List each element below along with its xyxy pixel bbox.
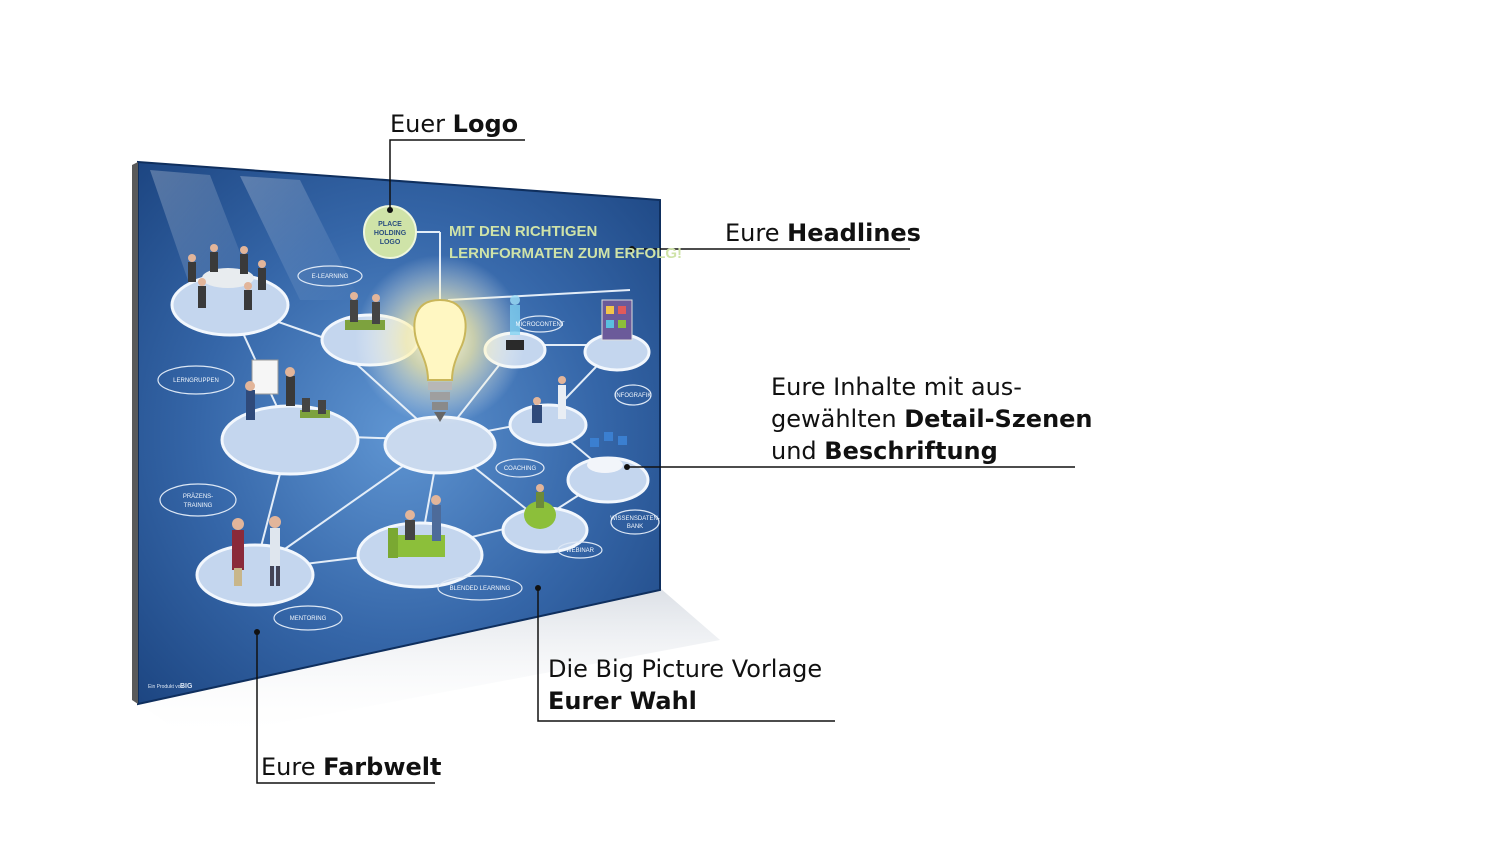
callout-lines: [256, 139, 1075, 784]
callout-inhalte-line2: gewählten Detail-Szenen: [771, 403, 1093, 435]
scene-figures: [188, 244, 633, 586]
callout-vorlage: Die Big Picture Vorlage Eurer Wahl: [548, 653, 822, 717]
callout-inhalte-line2-prefix: gewählten: [771, 405, 897, 433]
label-blended-learning: BLENDED LEARNING: [450, 586, 511, 592]
callout-vorlage-line1: Die Big Picture Vorlage: [548, 655, 823, 683]
label-e-learning: E-LEARNING: [312, 274, 349, 280]
callout-inhalte-line3-prefix: und: [771, 437, 817, 465]
label-webinar: WEBINAR: [566, 548, 595, 554]
callout-inhalte: Eure Inhalte mit aus- gewählten Detail-S…: [771, 371, 1093, 467]
callout-farbwelt-prefix: Eure: [261, 753, 316, 781]
callout-farbwelt: Eure Farbwelt: [261, 751, 441, 783]
footer-brand: BIG: [180, 683, 193, 690]
logo-line-2: HOLDING: [374, 230, 407, 237]
logo-line-3: LOGO: [380, 239, 401, 246]
label-ovals: [157, 265, 660, 631]
light-beam: [240, 176, 360, 300]
label-microcontent: MICROCONTENT: [516, 322, 565, 328]
label-praesenz-1: PRÄZENS-: [183, 493, 213, 500]
label-wissensdatenbank-2: BANK: [627, 524, 643, 530]
label-infografik: INFOGRAFIK: [615, 393, 652, 399]
center-hub: [383, 415, 497, 475]
logo-line-1: PLACE: [378, 221, 402, 228]
label-mentoring: MENTORING: [290, 616, 327, 622]
callout-vorlage-strong: Eurer Wahl: [548, 687, 697, 715]
label-lerngruppen: LERNGRUPPEN: [173, 378, 219, 384]
callout-inhalte-line3: und Beschriftung: [771, 435, 1093, 467]
callout-headlines-strong: Headlines: [787, 219, 921, 247]
callout-logo-strong: Logo: [452, 110, 519, 138]
label-wissensdatenbank-1: WISSENSDATEN-: [610, 516, 660, 522]
poster-headline-1: MIT DEN RICHTIGEN: [449, 223, 597, 240]
label-coaching: COACHING: [504, 466, 537, 472]
poster-edge: [132, 162, 138, 704]
lightbulb-icon: [413, 298, 467, 422]
callout-headlines: Eure Headlines: [725, 217, 921, 249]
label-praesenz-2: TRAINING: [184, 503, 213, 509]
callout-headlines-prefix: Eure: [725, 219, 780, 247]
callout-inhalte-line1: Eure Inhalte mit aus-: [771, 373, 1022, 401]
callout-dots: [254, 207, 635, 635]
poster-headline-2: LERNFORMATEN ZUM ERFOLG!: [449, 245, 682, 262]
callout-inhalte-line2-strong: Detail-Szenen: [904, 405, 1093, 433]
callout-farbwelt-strong: Farbwelt: [323, 753, 442, 781]
callout-logo: Euer Logo: [390, 108, 518, 140]
footer-text: Ein Produkt von: [148, 684, 184, 690]
callout-inhalte-line3-strong: Beschriftung: [824, 437, 998, 465]
callout-logo-prefix: Euer: [390, 110, 446, 138]
poster-reflection: [140, 588, 720, 740]
